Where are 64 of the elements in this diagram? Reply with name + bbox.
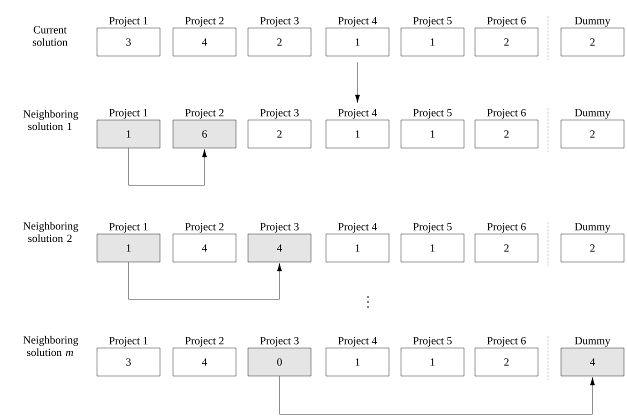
node-label: Project 3 bbox=[260, 17, 299, 27]
value-box: 2 Project 3 bbox=[248, 17, 312, 56]
value-box: 1 Project 4 bbox=[326, 223, 390, 262]
node-label: Project 1 bbox=[109, 223, 148, 233]
value-box: 4 Project 2 bbox=[172, 17, 236, 56]
node-label: Project 1 bbox=[109, 337, 148, 347]
node-label: Dummy bbox=[574, 223, 610, 233]
node-label: Project 3 bbox=[260, 109, 299, 119]
row-label: Neighboring solution 1 bbox=[23, 110, 78, 130]
node-label: Project 1 bbox=[109, 109, 148, 119]
value-box: 1 Project 1 bbox=[96, 223, 160, 262]
value-box: 1 Project 1 bbox=[96, 109, 160, 148]
value-box: 3 Project 1 bbox=[96, 17, 160, 56]
value-box: 2 Project 6 bbox=[474, 223, 538, 262]
value-box: 3 Project 1 bbox=[96, 337, 160, 376]
value-box: 4 Dummy bbox=[560, 337, 624, 376]
node-label: Project 6 bbox=[487, 109, 526, 119]
value-box: 2 Project 3 bbox=[248, 109, 312, 148]
value-box: 2 Project 6 bbox=[474, 109, 538, 148]
node-label: Project 2 bbox=[185, 17, 224, 27]
node-label: Project 5 bbox=[413, 337, 452, 347]
value-box: 1 Project 5 bbox=[400, 17, 464, 56]
node-label: Project 2 bbox=[185, 109, 224, 119]
value-box: 1 Project 4 bbox=[326, 337, 390, 376]
node-label: Project 4 bbox=[338, 17, 377, 27]
value-box: 1 Project 4 bbox=[326, 109, 390, 148]
node-label: Project 3 bbox=[260, 337, 299, 347]
node-label: Project 4 bbox=[338, 337, 377, 347]
node-label: Project 6 bbox=[487, 17, 526, 27]
node-label: Project 4 bbox=[338, 223, 377, 233]
node-label: Dummy bbox=[574, 17, 610, 27]
arrow bbox=[355, 62, 360, 103]
value-box: 4 Project 3 bbox=[248, 223, 312, 262]
value-box: 1 Project 4 bbox=[326, 17, 390, 56]
node-label: Project 3 bbox=[260, 223, 299, 233]
node-label: Project 6 bbox=[487, 223, 526, 233]
value-box: 1 Project 5 bbox=[400, 223, 464, 262]
row-label: Neighboring solution 2 bbox=[23, 222, 78, 242]
row-label: Neighboring solution m bbox=[23, 336, 78, 356]
value-box: 4 Project 2 bbox=[172, 223, 236, 262]
value-box: 2 Project 6 bbox=[474, 337, 538, 376]
value-box: 1 Project 5 bbox=[400, 109, 464, 148]
node-label: Dummy bbox=[574, 337, 610, 347]
arrow bbox=[279, 376, 595, 414]
node-label: Project 2 bbox=[185, 337, 224, 347]
value-box: 2 Dummy bbox=[560, 17, 624, 56]
node-label: Project 5 bbox=[413, 17, 452, 27]
node-label: Project 5 bbox=[413, 109, 452, 119]
node-label: Project 6 bbox=[487, 337, 526, 347]
row-label: Current solution bbox=[32, 26, 68, 46]
node-label: Project 4 bbox=[338, 109, 377, 119]
arrow bbox=[128, 262, 282, 300]
value-box: 2 Dummy bbox=[560, 223, 624, 262]
value-box: 6 Project 2 bbox=[172, 109, 236, 148]
value-box: 4 Project 2 bbox=[172, 337, 236, 376]
node-label: Project 2 bbox=[185, 223, 224, 233]
node-label: Dummy bbox=[574, 109, 610, 119]
node-label: Project 1 bbox=[109, 17, 148, 27]
node-label: Project 5 bbox=[413, 223, 452, 233]
arrow bbox=[128, 148, 207, 186]
value-box: 2 Project 6 bbox=[474, 17, 538, 56]
value-box: 0 Project 3 bbox=[248, 337, 312, 376]
value-box: 1 Project 5 bbox=[400, 337, 464, 376]
value-box: 2 Dummy bbox=[560, 109, 624, 148]
